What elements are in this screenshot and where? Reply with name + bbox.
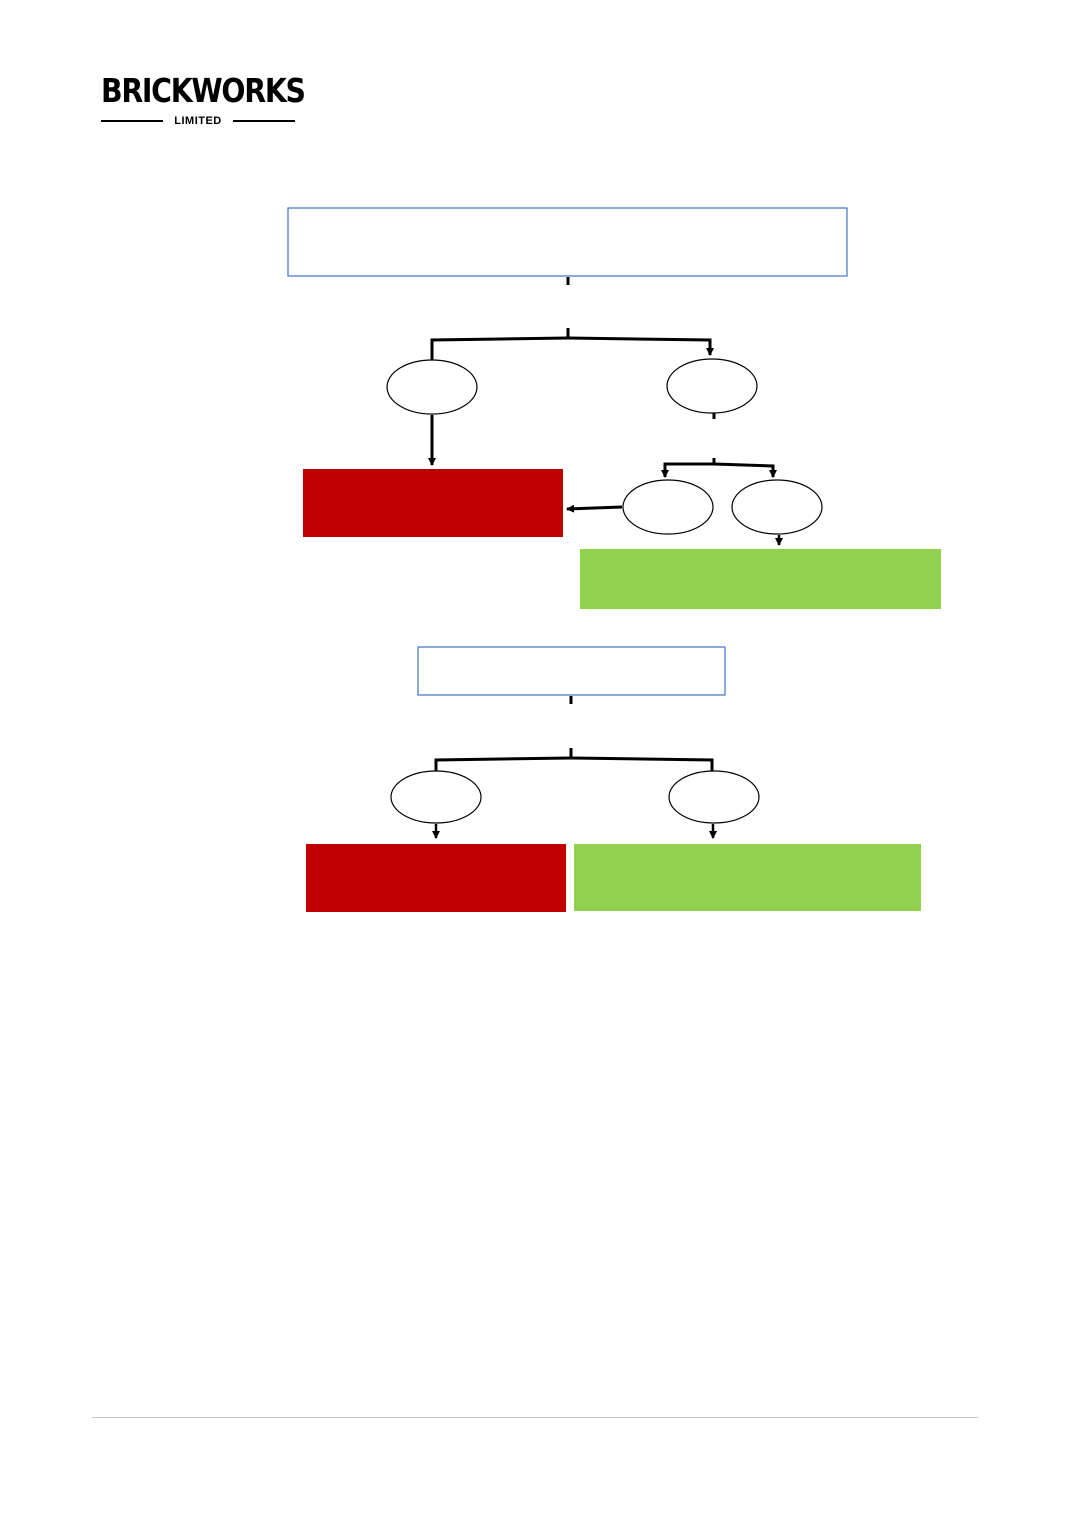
connector-q1-branch-left: [430, 336, 569, 360]
footer-rule: [92, 1417, 978, 1418]
connector-q2-branch-left: [434, 756, 572, 772]
logo-tagline-row: LIMITED: [101, 114, 295, 128]
connector-q1-branch-right: [567, 336, 714, 356]
connector-2a-to-reject: [566, 504, 623, 513]
option-oval-1b: [666, 358, 758, 414]
accept-box-2: [574, 844, 921, 911]
connector-1b-branch-right: [713, 462, 777, 478]
option-oval-2a: [622, 479, 714, 535]
brickworks-logo: BRICKWORKS LIMITED: [101, 72, 306, 128]
question-box-2: [417, 646, 726, 696]
logo-rule-left: [101, 120, 163, 122]
logo-rule-right: [233, 120, 295, 122]
logo-tagline: LIMITED: [174, 115, 222, 127]
option-oval-3a: [390, 770, 482, 824]
reject-box-2: [306, 844, 566, 912]
reject-box-1: [303, 469, 563, 537]
option-oval-1a: [386, 359, 478, 415]
accept-box-1: [580, 549, 941, 609]
question-box-1: [287, 207, 848, 277]
connector-q2-branch-right: [570, 756, 714, 772]
option-oval-3b: [668, 770, 760, 824]
connector-1b-branch-left: [661, 462, 714, 478]
option-oval-2b: [731, 479, 823, 535]
